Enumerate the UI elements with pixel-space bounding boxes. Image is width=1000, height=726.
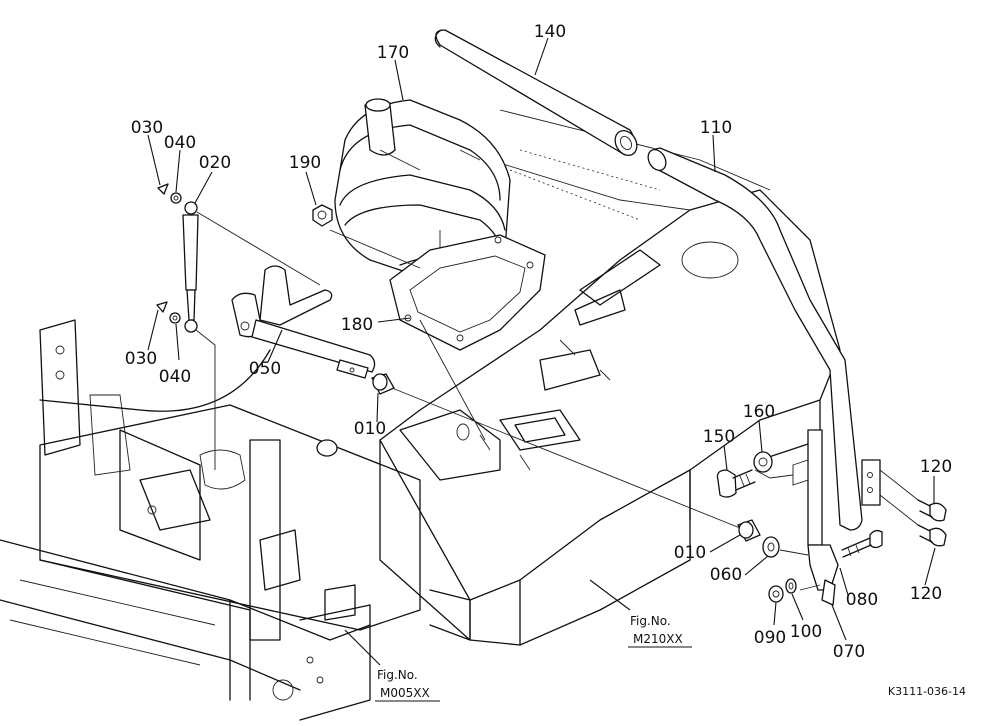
frame-structure xyxy=(0,319,421,721)
part-120-bolt-lower xyxy=(917,524,947,547)
label-080: 080 xyxy=(846,590,878,610)
part-030-clip-bottom xyxy=(156,301,168,313)
label-140: 140 xyxy=(534,22,566,42)
part-160-nut xyxy=(753,451,773,473)
part-110-handle-bar xyxy=(647,147,863,531)
figure-ref-m210xx-line2: M210XX xyxy=(633,632,683,646)
drawing-code: K3111-036-14 xyxy=(888,685,966,698)
figure-ref-m005xx-line2: M005XX xyxy=(380,686,430,700)
part-labels: 140 170 110 030 040 020 190 180 030 040 … xyxy=(125,22,952,662)
label-180: 180 xyxy=(341,315,373,335)
label-040-top: 040 xyxy=(164,133,196,153)
label-060: 060 xyxy=(710,565,742,585)
assembly-lines xyxy=(195,211,919,591)
label-010-top: 010 xyxy=(354,419,386,439)
part-100-washer xyxy=(785,578,797,594)
rear-panel-outline xyxy=(489,109,771,221)
part-140-tube xyxy=(434,29,638,156)
label-020: 020 xyxy=(199,153,231,173)
step-cover-body xyxy=(379,189,841,646)
part-010-bushing-bottom xyxy=(737,519,761,542)
figure-ref-m210xx: Fig.No. M210XX xyxy=(628,614,692,648)
part-060-washer xyxy=(762,536,780,558)
label-150: 150 xyxy=(703,427,735,447)
label-120-top: 120 xyxy=(920,457,952,477)
part-010-bushing-top xyxy=(371,373,395,395)
figure-ref-m005xx: Fig.No. M005XX xyxy=(375,668,440,702)
label-040-bottom: 040 xyxy=(159,367,191,387)
part-190-nut xyxy=(312,204,333,227)
label-170: 170 xyxy=(377,43,409,63)
part-030-clip-top xyxy=(157,183,169,195)
label-030-top: 030 xyxy=(131,118,163,138)
figure-ref-m005xx-line1: Fig.No. xyxy=(377,668,418,682)
label-070: 070 xyxy=(833,642,865,662)
part-070-lever-bracket xyxy=(792,429,881,606)
label-110: 110 xyxy=(700,118,732,138)
part-040-washer-top xyxy=(170,192,182,204)
part-180-plate xyxy=(389,234,546,351)
label-190: 190 xyxy=(289,153,321,173)
figure-ref-m210xx-line1: Fig.No. xyxy=(630,614,671,628)
label-010-bottom: 010 xyxy=(674,543,706,563)
part-040-washer-bottom xyxy=(169,312,181,324)
label-100: 100 xyxy=(790,622,822,642)
label-120-bottom: 120 xyxy=(910,584,942,604)
label-050: 050 xyxy=(249,359,281,379)
part-090-nut xyxy=(768,585,784,603)
part-080-bolt xyxy=(841,529,883,558)
label-030-bottom: 030 xyxy=(125,349,157,369)
part-120-bolt-upper xyxy=(917,499,947,522)
part-150-bolt xyxy=(716,469,756,498)
part-050-lever-shaft xyxy=(231,265,376,379)
label-160: 160 xyxy=(743,402,775,422)
label-090: 090 xyxy=(754,628,786,648)
leader-lines xyxy=(147,37,936,666)
part-020-gas-spring xyxy=(182,201,199,333)
